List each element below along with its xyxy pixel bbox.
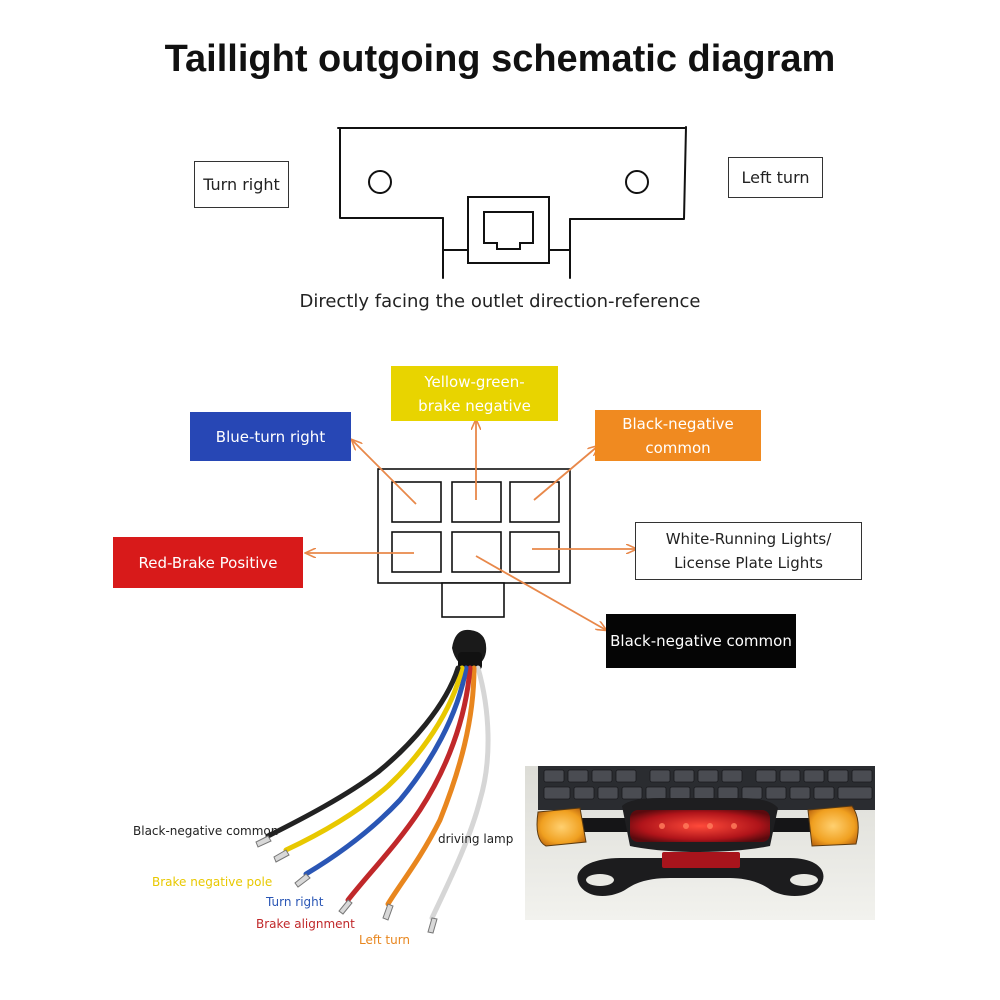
pin-label-blue: Blue-turn right — [190, 412, 351, 461]
pin-label-white-line1: White-Running Lights/ — [665, 530, 832, 548]
wire-label-white: driving lamp — [438, 832, 514, 846]
wire-label-yellow: Brake negative pole — [152, 875, 273, 889]
wire-label-orange: Left turn — [359, 933, 411, 947]
wire-label-blue: Turn right — [266, 895, 324, 909]
cable-drawing — [255, 629, 491, 934]
wire-label-black: Black-negative common — [133, 824, 279, 838]
connector-drawing — [377, 468, 571, 618]
left-turn-label-box: Left turn — [728, 157, 823, 198]
pin-label-black-top-line2: common — [645, 438, 711, 457]
pin-label-black-bottom-text: Black-negative common — [610, 632, 792, 650]
turn-right-label: Turn right — [203, 174, 280, 194]
pin-arrows — [306, 420, 636, 630]
pin-label-white: White-Running Lights/ License Plate Ligh… — [635, 522, 862, 580]
left-turn-label: Left turn — [741, 167, 810, 187]
outlet-plate-drawing — [337, 126, 687, 279]
pin-label-red: Red-Brake Positive — [113, 537, 303, 588]
pin-label-yellow-line2: brake negative — [418, 396, 531, 415]
pin-label-blue-text: Blue-turn right — [215, 427, 326, 446]
pin-label-red-text: Red-Brake Positive — [138, 553, 278, 572]
pin-label-yellow: Yellow-green- brake negative — [391, 366, 558, 421]
pin-label-black-top-line1: Black-negative — [622, 414, 734, 433]
pin-label-black-top: Black-negative common — [595, 410, 761, 461]
taillight-photo — [525, 766, 875, 920]
reference-caption: Directly facing the outlet direction-ref… — [299, 291, 701, 312]
page-title: Taillight outgoing schematic diagram — [164, 38, 836, 80]
turn-right-label-box: Turn right — [194, 161, 289, 208]
pin-label-white-line2: License Plate Lights — [674, 554, 823, 572]
pin-label-black-bottom: Black-negative common — [606, 614, 796, 668]
arrow-black-bottom — [475, 555, 606, 630]
pin-label-yellow-line1: Yellow-green- — [424, 372, 525, 391]
arrow-black-top — [533, 446, 598, 501]
wire-label-red: Brake alignment — [256, 917, 355, 931]
arrow-blue — [352, 440, 417, 505]
